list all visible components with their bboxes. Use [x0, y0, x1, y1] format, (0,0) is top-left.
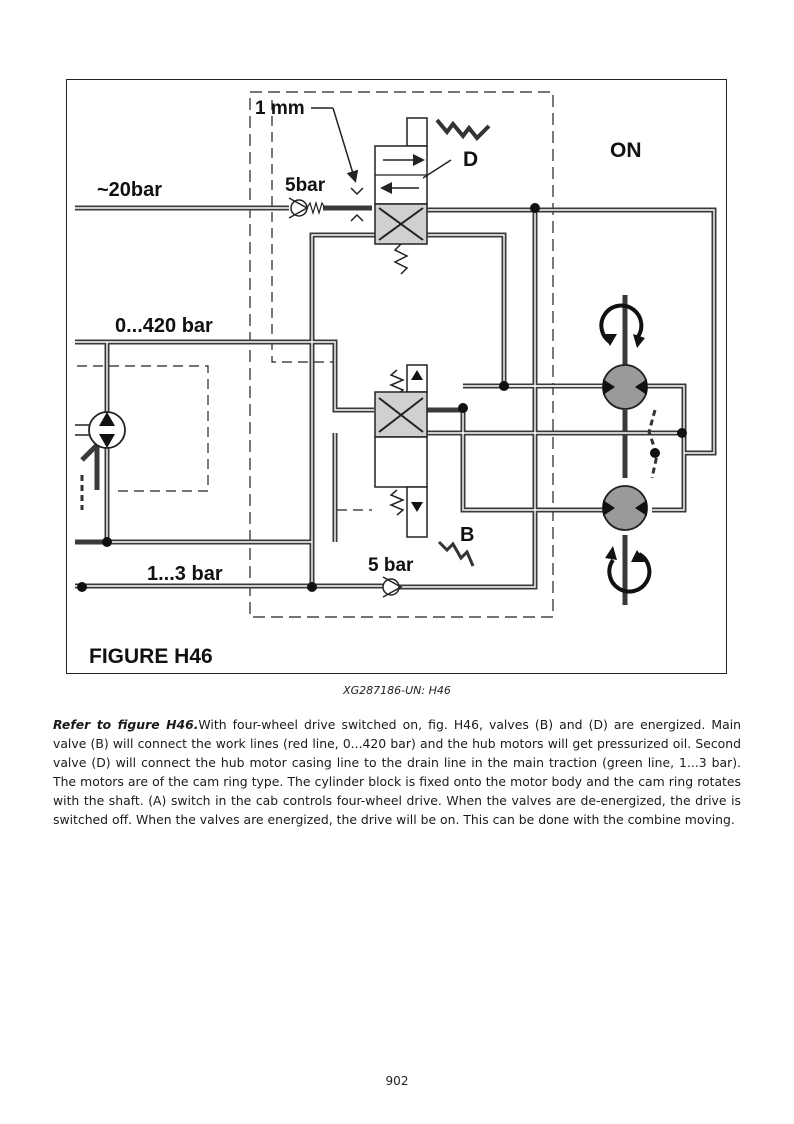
figure-reference: Refer to figure H46.: [53, 717, 199, 732]
label-work-pressure: 0...420 bar: [115, 315, 213, 337]
label-check-valve-top: 5bar: [285, 175, 326, 196]
pump: [75, 411, 126, 449]
label-drain-pressure: 1...3 bar: [147, 563, 223, 585]
body-paragraph: Refer to figure H46.With four-wheel driv…: [53, 715, 741, 829]
hub-motor-bottom: [602, 485, 652, 594]
figure-caption: XG287186-UN: H46: [343, 684, 451, 697]
page-number: 902: [385, 1074, 409, 1088]
label-state: ON: [610, 139, 642, 162]
pump-dashed-box: [77, 365, 209, 492]
valve-d: [374, 117, 491, 275]
label-gap: 1 mm: [255, 98, 305, 119]
label-supply-pressure: ~20bar: [97, 179, 162, 201]
hydraulic-figure: 1 mm D ON ~20bar 5bar 0...420 bar B 5 ba…: [66, 79, 727, 674]
figure-title: FIGURE H46: [89, 645, 213, 668]
label-valve-b: B: [460, 524, 474, 546]
hub-motor-top: [599, 303, 648, 410]
check-valve-top: [288, 197, 326, 219]
junction-dots: [77, 203, 687, 592]
body-text: With four-wheel drive switched on, fig. …: [53, 717, 741, 827]
check-valve-bottom: [382, 576, 403, 598]
valve-block-boundary: [249, 91, 554, 618]
label-valve-d: D: [463, 148, 478, 171]
valve-b: [374, 364, 475, 567]
orifice-1mm: [311, 107, 452, 222]
label-check-valve-bottom: 5 bar: [368, 555, 414, 576]
hydraulic-schematic: 1 mm D ON ~20bar 5bar 0...420 bar B 5 ba…: [75, 91, 717, 668]
inner-dashed-line: [271, 100, 337, 363]
